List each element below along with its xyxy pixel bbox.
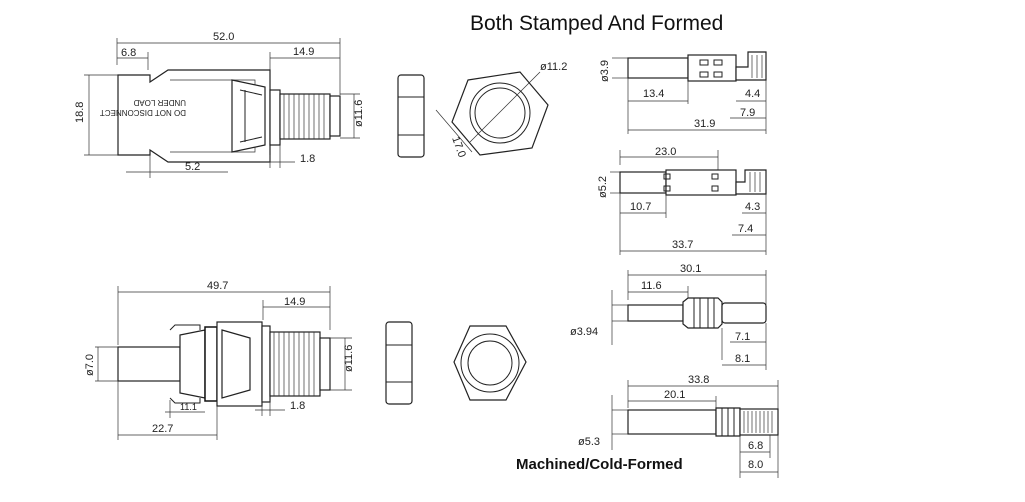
pin-4: 33.8 20.1 ø5.3 6.8 8.0 <box>578 374 779 478</box>
pin2-total: 33.7 <box>672 239 693 251</box>
dim-thread-dia-2: ø11.6 <box>343 345 355 372</box>
pin1-b: 4.4 <box>745 88 760 100</box>
dim-thread-dia: ø11.6 <box>353 100 365 127</box>
dim-height: 18.8 <box>74 102 86 123</box>
top-connector: 52.0 6.8 14.9 18.8 DO NOT DISCONNECT UND… <box>74 31 365 178</box>
pin2-dia: ø5.2 <box>597 176 609 198</box>
pin2-a: 10.7 <box>630 201 651 213</box>
dim-base: 5.2 <box>185 161 200 173</box>
pin3-b: 7.1 <box>735 331 750 343</box>
thread-bottom <box>269 331 321 397</box>
body-warning-text-2: UNDER LOAD <box>133 98 186 107</box>
bottom-nut-front <box>453 325 527 401</box>
body-warning-text: DO NOT DISCONNECT <box>100 108 186 117</box>
pin1-dia: ø3.9 <box>599 60 611 82</box>
thread-top <box>279 93 331 140</box>
dim-overall-length-2: 49.7 <box>207 280 228 292</box>
nut-dia: ø11.2 <box>540 61 567 73</box>
pin2-top: 23.0 <box>655 146 676 158</box>
pin1-a: 13.4 <box>643 88 664 100</box>
pin3-dia: ø3.94 <box>570 326 598 338</box>
dim-overall-length: 52.0 <box>213 31 234 43</box>
dim-gap-2: 1.8 <box>290 400 305 412</box>
pin4-b: 6.8 <box>748 440 763 452</box>
dim-shank-dia: ø7.0 <box>84 354 96 376</box>
pin2-c: 7.4 <box>738 223 753 235</box>
pin3-a: 11.6 <box>641 280 662 292</box>
diagram-title: Both Stamped And Formed <box>470 12 724 35</box>
pin3-total: 30.1 <box>680 263 701 275</box>
dim-gap: 1.8 <box>300 153 315 165</box>
pin-3: 30.1 11.6 ø3.94 7.1 8.1 <box>570 263 767 370</box>
pin4-a: 20.1 <box>664 389 685 401</box>
pin1-total: 31.9 <box>694 118 715 130</box>
nut-flats: 17.0 <box>449 135 468 159</box>
dim-thread-length: 14.9 <box>293 46 314 58</box>
pin-2: 23.0 ø5.2 10.7 4.3 7.4 33.7 <box>597 146 767 255</box>
section-label-machined: Machined/Cold-Formed <box>516 456 683 473</box>
pin1-c: 7.9 <box>740 107 755 119</box>
dim-latch-2: 11.1 <box>180 402 197 412</box>
bottom-nut-side <box>385 321 413 405</box>
pin3-c: 8.1 <box>735 353 750 365</box>
dim-thread-length-2: 14.9 <box>284 296 305 308</box>
pin4-total: 33.8 <box>688 374 709 386</box>
top-nut-front: ø11.2 17.0 <box>435 61 567 159</box>
top-nut-side <box>397 74 425 158</box>
pin-1: ø3.9 13.4 4.4 7.9 31.9 <box>599 51 767 134</box>
pin4-dia: ø5.3 <box>578 436 600 448</box>
pin4-c: 8.0 <box>748 459 763 471</box>
pin2-b: 4.3 <box>745 201 760 213</box>
dim-base-2: 22.7 <box>152 423 173 435</box>
dim-latch: 6.8 <box>121 47 136 59</box>
bottom-connector: 49.7 14.9 ø7.0 <box>84 280 355 440</box>
